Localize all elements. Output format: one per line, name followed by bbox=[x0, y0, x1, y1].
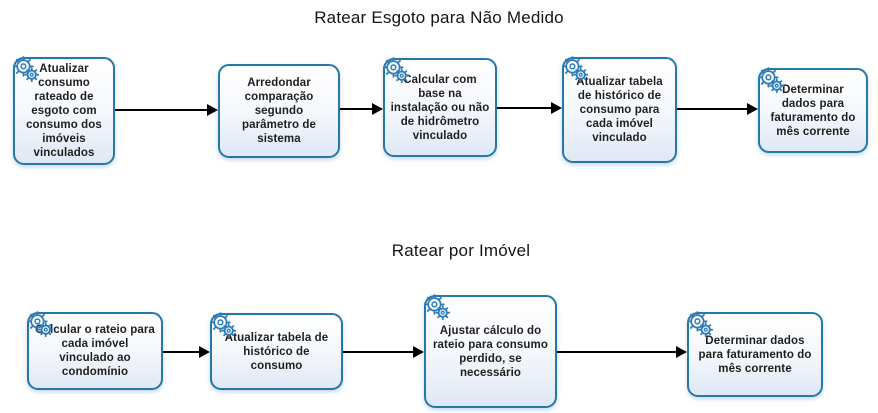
step-label: Atualizar tabela de histórico de consumo… bbox=[576, 76, 663, 144]
gears-icon bbox=[12, 56, 40, 83]
gears-icon bbox=[382, 57, 410, 84]
step-label: Determinar dados para faturamento do mês… bbox=[698, 334, 812, 375]
step-atualizar-tabela-historico: Atualizar tabela de histórico de consumo bbox=[209, 312, 343, 390]
step-calcular-rateio-condominio: Calcular o rateio para cada imóvel vincu… bbox=[26, 311, 163, 390]
gears-icon bbox=[561, 56, 589, 83]
connector-arrow bbox=[115, 104, 218, 116]
step-ajustar-calculo-rateio: Ajustar cálculo do rateio para consumo p… bbox=[423, 294, 557, 408]
section-title-ratear-esgoto: Ratear Esgoto para Não Medido bbox=[314, 8, 564, 27]
step-label: Arredondar comparação segundo parâmetro … bbox=[241, 77, 317, 145]
gears-icon bbox=[209, 312, 237, 339]
gears-icon bbox=[423, 294, 451, 321]
step-determinar-dados-faturamento-1: Determinar dados para faturamento do mês… bbox=[757, 67, 868, 153]
connector-arrow bbox=[343, 346, 424, 358]
step-arredondar-comparacao: Arredondar comparação segundo parâmetro … bbox=[218, 64, 340, 158]
step-label: Atualizar tabela de histórico de consumo bbox=[224, 331, 329, 372]
step-determinar-dados-faturamento-2: Determinar dados para faturamento do mês… bbox=[686, 311, 823, 397]
connector-arrow bbox=[340, 103, 383, 115]
section-title-ratear-por-imovel: Ratear por Imóvel bbox=[391, 241, 531, 260]
step-atualizar-tabela-historico-vinculado: Atualizar tabela de histórico de consumo… bbox=[561, 56, 677, 163]
step-atualizar-consumo-rateado: Atualizar consumo rateado de esgoto com … bbox=[12, 56, 115, 165]
connector-arrow bbox=[497, 102, 562, 114]
connector-arrow bbox=[677, 103, 758, 115]
step-calcular-com-base-instalacao: Calcular com base na instalação ou não d… bbox=[382, 57, 497, 157]
step-label: Calcular com base na instalação ou não d… bbox=[390, 73, 490, 142]
gears-icon bbox=[757, 67, 785, 94]
step-label: Calcular o rateio para cada imóvel vincu… bbox=[35, 324, 155, 378]
connector-arrow bbox=[557, 346, 687, 358]
gears-icon bbox=[686, 311, 714, 338]
gears-icon bbox=[26, 311, 54, 338]
step-label: Atualizar consumo rateado de esgoto com … bbox=[26, 63, 102, 159]
connector-arrow bbox=[163, 346, 210, 358]
step-label: Ajustar cálculo do rateio para consumo p… bbox=[432, 324, 548, 379]
step-label: Determinar dados para faturamento do mês… bbox=[770, 83, 856, 138]
